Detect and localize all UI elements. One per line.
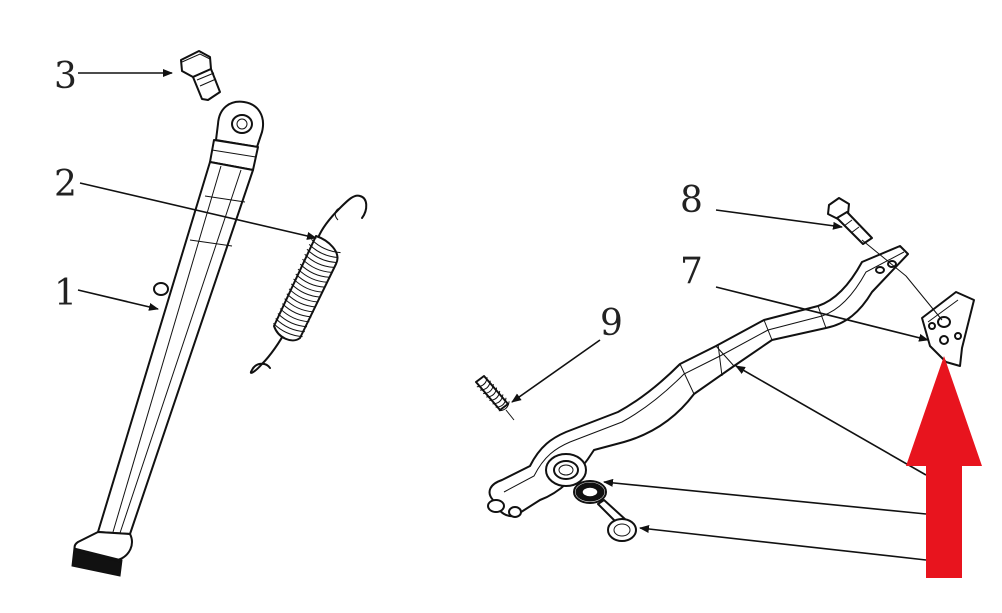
callout-8: 8 [680, 180, 703, 221]
red-up-arrow [906, 356, 982, 578]
callout-7: 7 [680, 251, 703, 292]
spring-part-2 [249, 194, 368, 374]
side-stand-part-1 [71, 100, 264, 577]
coil-winding [273, 323, 303, 338]
coil-winding [311, 239, 341, 254]
coil-winding [489, 390, 501, 401]
callout-2: 2 [54, 164, 77, 205]
coil-winding [277, 313, 308, 328]
coil-winding [483, 384, 494, 395]
coil-winding [295, 273, 325, 288]
coil-winding [284, 298, 314, 313]
coil-winding [479, 380, 491, 391]
assembly-line-8 [861, 239, 943, 321]
coil-winding [308, 243, 339, 259]
callout-1: 1 [54, 273, 77, 314]
callout-9: 9 [600, 303, 623, 344]
coil-winding [498, 401, 510, 412]
pivot-bolt [597, 499, 637, 542]
coil-winding [302, 258, 332, 273]
leader-lines [77, 69, 929, 561]
coil-winding [288, 288, 319, 303]
bolt-part-8 [827, 197, 873, 245]
coil-winding [495, 397, 507, 408]
spring-part-9 [475, 375, 515, 421]
coil-winding [492, 394, 504, 405]
coil-winding [279, 308, 310, 323]
coil-winding [282, 303, 312, 318]
coil-winding [476, 377, 488, 388]
coil-winding [286, 293, 317, 308]
coil-winding [275, 318, 305, 333]
pedal-pad [921, 291, 975, 367]
coil-winding [293, 278, 323, 293]
callout-3: 3 [54, 56, 77, 97]
coil-winding [306, 248, 337, 263]
coil-winding [486, 387, 498, 398]
washer [573, 480, 607, 504]
coil-winding [297, 268, 328, 283]
coil-winding [304, 253, 334, 268]
coil-winding [299, 263, 330, 278]
bolt-part-3 [180, 50, 221, 101]
coil-winding [290, 283, 321, 298]
